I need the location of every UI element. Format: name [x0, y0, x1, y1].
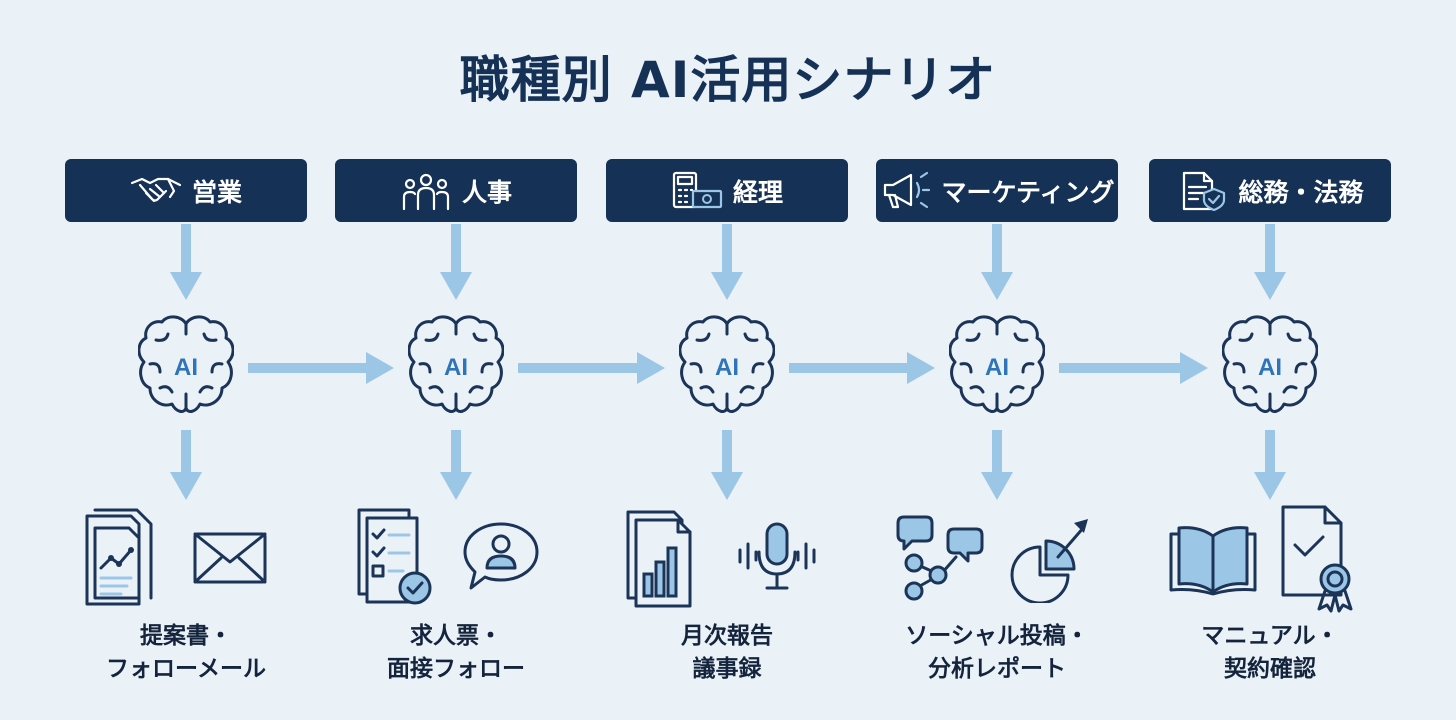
bar-chart-report-icon	[622, 504, 702, 612]
interview-chat-icon	[461, 504, 541, 612]
output-icons	[61, 504, 311, 612]
microphone-icon	[732, 504, 822, 612]
arrow-header-to-ai-1	[170, 224, 202, 300]
social-share-icon	[892, 504, 988, 612]
pie-growth-chart-icon	[1002, 504, 1092, 612]
caption-line: ソーシャル投稿・	[905, 623, 1089, 649]
legal-document-shield-icon	[1176, 171, 1228, 211]
role-header-2: 人事	[335, 159, 577, 222]
certified-document-icon	[1275, 504, 1365, 613]
arrow-ai-to-ai-4	[1059, 352, 1208, 384]
ai-label: AI	[444, 354, 468, 381]
ai-brain-icon: AI	[1221, 312, 1319, 416]
arrow-ai-to-ai-2	[518, 352, 665, 384]
caption-line: 求人票・	[410, 623, 502, 649]
proposal-document-icon	[81, 504, 161, 612]
open-book-icon	[1165, 504, 1261, 612]
checklist-document-icon	[351, 504, 435, 612]
role-header-3: 経理	[606, 159, 848, 222]
people-group-icon	[400, 171, 452, 211]
arrow-ai-to-output-4	[981, 430, 1013, 500]
ai-label: AI	[1258, 354, 1282, 381]
ai-brain-icon: AI	[137, 312, 235, 416]
caption-line: 提案書・	[140, 623, 232, 649]
role-label: 人事	[461, 177, 512, 207]
ai-label: AI	[174, 354, 198, 381]
arrow-ai-to-output-3	[711, 430, 743, 500]
output-caption: 求人票・面接フォロー	[331, 620, 581, 686]
arrow-ai-to-ai-1	[248, 352, 394, 384]
column-2: 人事 AI 求人票・面接フォロー	[331, 0, 581, 720]
role-label: 営業	[191, 177, 242, 207]
arrow-header-to-ai-5	[1254, 224, 1286, 300]
caption-line: 月次報告	[681, 623, 773, 649]
output-caption: 提案書・フォローメール	[61, 620, 311, 686]
handshake-icon	[130, 171, 182, 211]
arrow-header-to-ai-4	[981, 224, 1013, 300]
ai-label: AI	[985, 354, 1009, 381]
column-3: 経理 AI 月次報告議事録	[602, 0, 852, 720]
role-label: 経理	[732, 177, 783, 207]
calculator-money-icon	[671, 171, 723, 211]
page-title: 職種別 AI活用シナリオ	[459, 51, 997, 109]
output-icons	[331, 504, 581, 612]
output-icons	[872, 504, 1122, 612]
column-5: 総務・法務 AI マニュアル・契約確認	[1145, 0, 1395, 720]
role-header-1: 営業	[65, 159, 307, 222]
role-label: 総務・法務	[1238, 177, 1364, 207]
arrow-header-to-ai-2	[440, 224, 472, 300]
column-1: 営業 AI 提案書・フォローメール	[61, 0, 311, 720]
caption-line: 議事録	[692, 656, 762, 682]
output-caption: ソーシャル投稿・分析レポート	[872, 620, 1122, 686]
arrow-ai-to-output-2	[440, 430, 472, 500]
role-header-5: 総務・法務	[1149, 159, 1391, 222]
output-icons	[1145, 504, 1395, 613]
caption-line: フォローメール	[105, 656, 267, 682]
arrow-ai-to-ai-3	[789, 352, 935, 384]
column-4: マーケティング AI ソーシャル投稿・分析レポート	[872, 0, 1122, 720]
arrow-header-to-ai-3	[711, 224, 743, 300]
arrow-ai-to-output-5	[1254, 430, 1286, 500]
ai-brain-icon: AI	[678, 312, 776, 416]
caption-line: マニュアル・	[1201, 623, 1339, 649]
arrow-ai-to-output-1	[170, 430, 202, 500]
caption-line: 面接フォロー	[387, 656, 525, 682]
output-caption: マニュアル・契約確認	[1145, 620, 1395, 686]
caption-line: 契約確認	[1224, 656, 1316, 682]
caption-line: 分析レポート	[928, 656, 1066, 682]
ai-brain-icon: AI	[407, 312, 505, 416]
megaphone-icon	[879, 171, 931, 211]
role-label: マーケティング	[941, 177, 1115, 207]
output-icons	[602, 504, 852, 612]
ai-label: AI	[715, 354, 739, 381]
output-caption: 月次報告議事録	[602, 620, 852, 686]
ai-brain-icon: AI	[948, 312, 1046, 416]
role-header-4: マーケティング	[876, 159, 1118, 222]
envelope-icon	[191, 504, 271, 612]
